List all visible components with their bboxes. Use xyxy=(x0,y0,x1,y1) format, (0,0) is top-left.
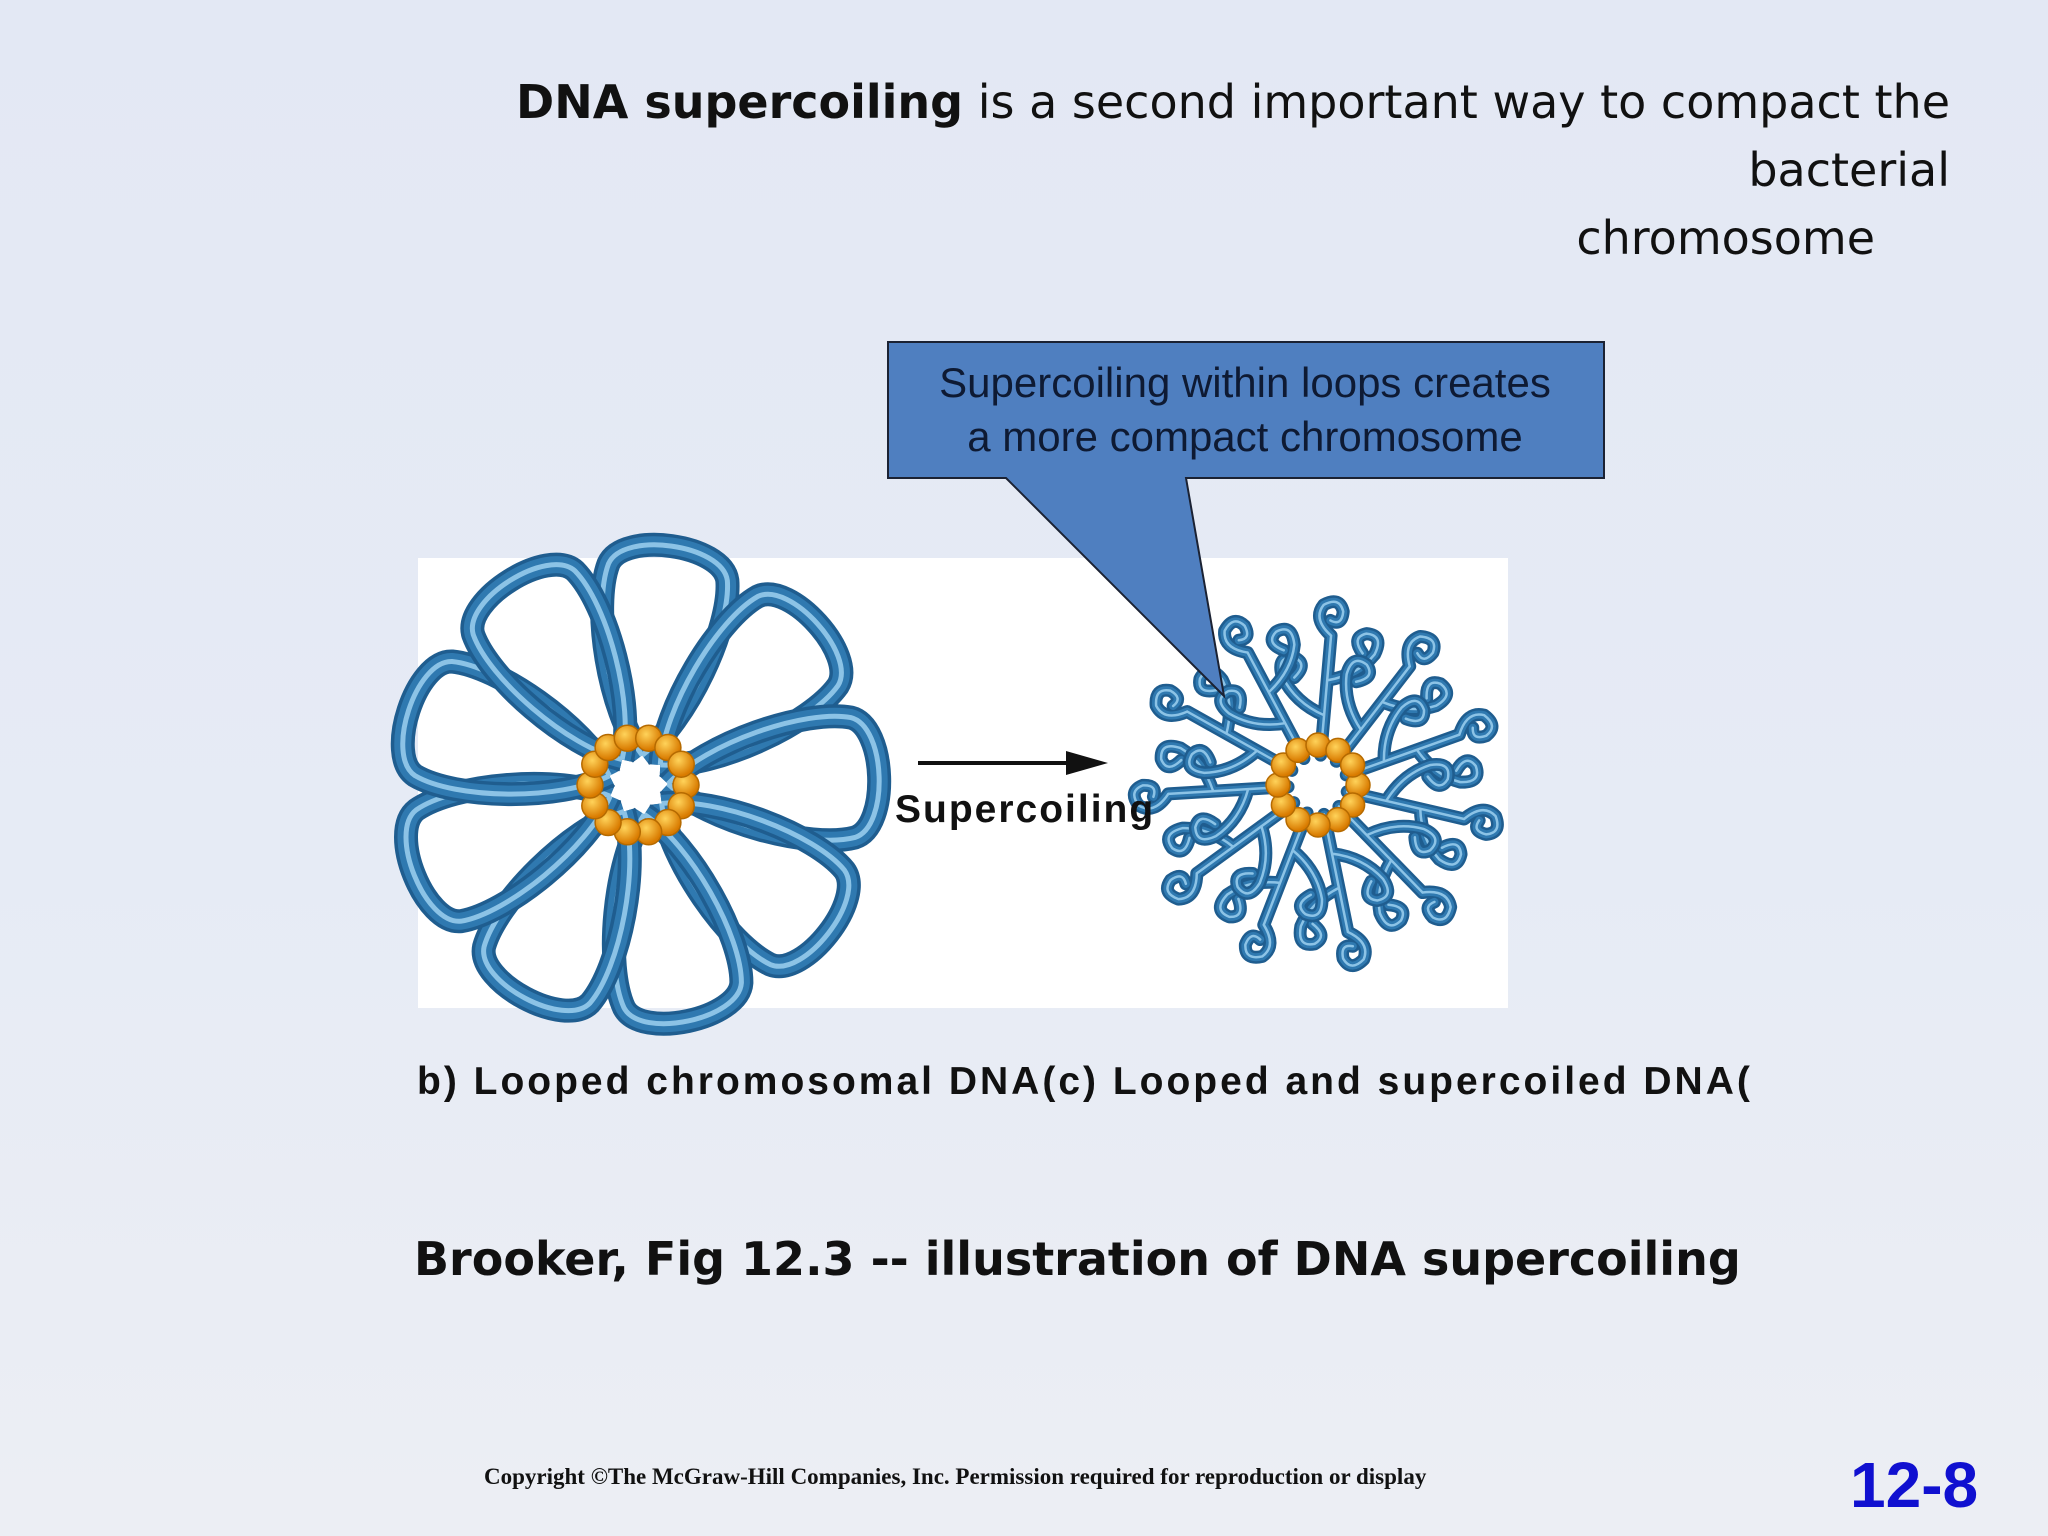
arrow-label: Supercoiling xyxy=(895,788,1156,831)
slide-number: 12-8 xyxy=(1850,1449,1979,1521)
figure-caption: b) Looped chromosomal DNA(c) Looped and … xyxy=(417,1060,1753,1103)
title-rest: is a second important way to compact the… xyxy=(963,75,1950,197)
callout-line2: a more compact chromosome xyxy=(967,413,1523,460)
figure-source: Brooker, Fig 12.3 -- illustration of DNA… xyxy=(414,1232,1741,1286)
figure-panel xyxy=(418,558,1508,1008)
title-line2: chromosome xyxy=(1576,211,1875,265)
title-bold: DNA supercoiling xyxy=(516,75,964,129)
callout-line1: Supercoiling within loops creates xyxy=(939,359,1551,406)
copyright-notice: Copyright ©The McGraw-Hill Companies, In… xyxy=(484,1464,1427,1489)
callout-text: Supercoiling within loops creates a more… xyxy=(888,356,1602,464)
slide-title: DNA supercoiling is a second important w… xyxy=(330,68,1950,272)
